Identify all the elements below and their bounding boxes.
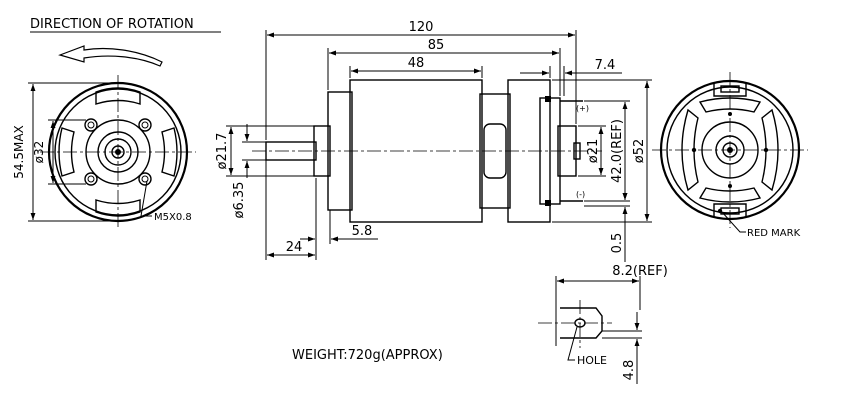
front-pilot-dia-label: ø32	[32, 141, 46, 164]
terminal-gap-label: 0.5	[610, 233, 625, 254]
terminal-width-label: 8.2(REF)	[612, 264, 668, 279]
hole-label: HOLE	[577, 354, 607, 367]
front-max-dia-label: 54.5MAX	[12, 125, 26, 179]
shaft-dia-label: ø6.35	[232, 182, 247, 219]
terminal-height-label: 4.8	[622, 360, 637, 381]
red-mark-label: RED MARK	[747, 228, 801, 239]
body-dia-label: ø52	[632, 139, 647, 164]
body-length-label: 85	[428, 38, 445, 53]
side-view	[226, 30, 652, 262]
rotation-title: DIRECTION OF ROTATION	[30, 17, 221, 33]
terminal-detail	[538, 276, 642, 384]
rotation-title-text: DIRECTION OF ROTATION	[30, 17, 194, 32]
plus-terminal-label: (+)	[576, 104, 589, 113]
rotation-arrow-icon	[58, 45, 163, 67]
bearing-dia-label: ø21.7	[215, 133, 230, 170]
front-view	[28, 75, 196, 230]
screw-size-label: M5X0.8	[154, 212, 192, 223]
boss-length-label: 5.8	[352, 224, 373, 239]
endbell-dia-label: ø21	[586, 139, 601, 164]
shaft-length-label: 24	[286, 240, 303, 255]
weight-label: WEIGHT:720g(APPROX)	[292, 348, 443, 363]
terminal-spacing-label: 42.0(REF)	[610, 119, 625, 183]
minus-terminal-label: (-)	[576, 190, 585, 199]
overall-length-label: 120	[409, 20, 434, 35]
terminal-offset-label: 7.4	[595, 58, 616, 73]
rear-view	[652, 72, 808, 233]
magnet-length-label: 48	[408, 56, 425, 71]
